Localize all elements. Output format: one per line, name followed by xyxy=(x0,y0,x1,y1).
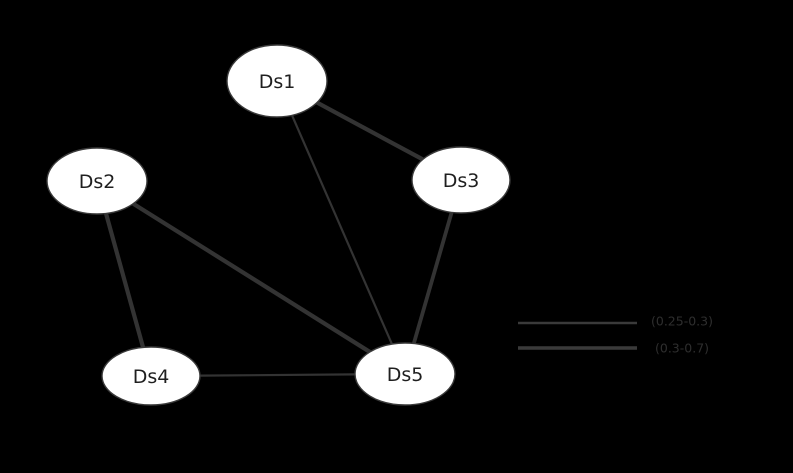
edge-ds1-ds5 xyxy=(290,114,393,345)
node-ds4[interactable]: Ds4 xyxy=(101,346,201,406)
node-label-ds3: Ds3 xyxy=(443,170,480,192)
node-label-ds5: Ds5 xyxy=(387,364,424,386)
node-shape-ds4[interactable] xyxy=(101,346,201,406)
node-shape-ds5[interactable] xyxy=(354,342,456,406)
node-shape-ds1[interactable] xyxy=(226,44,328,118)
node-label-ds4: Ds4 xyxy=(133,366,170,388)
node-label-ds2: Ds2 xyxy=(79,171,116,193)
edge-ds2-ds4 xyxy=(103,212,146,348)
node-ds2[interactable]: Ds2 xyxy=(46,147,148,215)
edge-ds2-ds5 xyxy=(132,201,371,354)
node-ds1[interactable]: Ds1 xyxy=(226,44,328,118)
legend-label-2: (0.3-0.7) xyxy=(655,341,709,356)
legend-entry-1: (0.25-0.3) xyxy=(518,314,713,329)
node-label-ds1: Ds1 xyxy=(259,71,296,93)
node-ds3[interactable]: Ds3 xyxy=(411,146,511,214)
edge-ds4-ds5 xyxy=(199,373,356,377)
legend-label-1: (0.25-0.3) xyxy=(651,314,713,329)
node-shape-ds3[interactable] xyxy=(411,146,511,214)
edge-ds1-ds3 xyxy=(316,100,424,162)
edges-layer xyxy=(103,100,454,377)
node-shape-ds2[interactable] xyxy=(46,147,148,215)
edge-ds3-ds5 xyxy=(411,211,454,345)
legend-entry-2: (0.3-0.7) xyxy=(518,341,709,356)
node-ds5[interactable]: Ds5 xyxy=(354,342,456,406)
legend: (0.25-0.3) (0.3-0.7) xyxy=(518,314,713,356)
